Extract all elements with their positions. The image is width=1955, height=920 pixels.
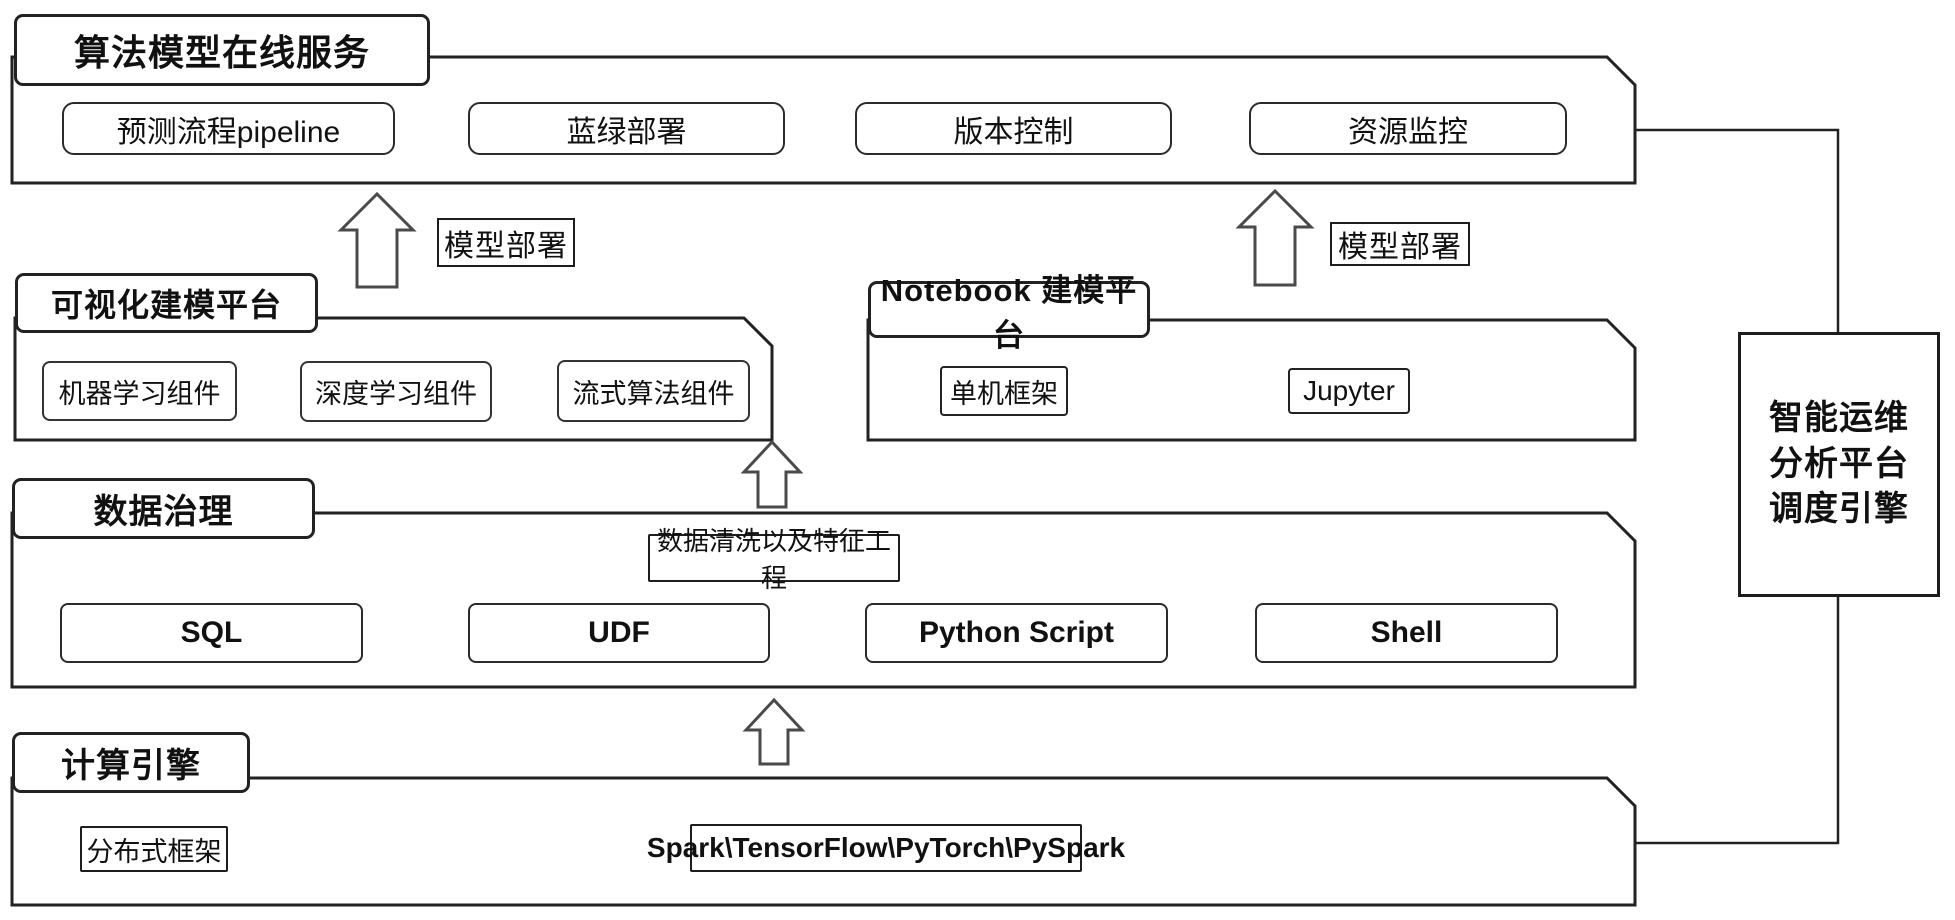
data-governance-title: 数据治理: [12, 478, 315, 539]
python-script-node: Python Script: [865, 603, 1168, 663]
deploy-arrow-right-icon: [1235, 188, 1315, 287]
deploy-arrow-right-label: 模型部署: [1330, 222, 1470, 266]
scheduler-engine-box: 智能运维分析平台调度引擎: [1738, 332, 1940, 597]
data-cleaning-feature-tag: 数据清洗以及特征工程: [648, 526, 900, 593]
connector-scheduler-to-compute-engine: [1635, 597, 1840, 845]
resource-monitor-node: 资源监控: [1249, 102, 1567, 155]
deploy-arrow-left-label: 模型部署: [437, 218, 575, 267]
notebook-modeling-title: Notebook 建模平台: [868, 273, 1150, 353]
deep-learning-component-node: 深度学习组件: [300, 361, 492, 422]
data-governance-container: [10, 511, 1637, 689]
jupyter-node: Jupyter: [1288, 368, 1410, 414]
version-control-node: 版本控制: [855, 102, 1172, 155]
compute-engine-title: 计算引擎: [12, 732, 250, 793]
sql-node: SQL: [60, 603, 363, 663]
machine-learning-component-node: 机器学习组件: [42, 361, 237, 421]
connector-online-service-to-scheduler: [1635, 128, 1840, 332]
deploy-arrow-left-icon: [337, 191, 417, 289]
udf-node: UDF: [468, 603, 770, 663]
online-service-container: [10, 55, 1637, 185]
pipeline-node: 预测流程pipeline: [62, 102, 395, 155]
blue-green-deploy-node: 蓝绿部署: [468, 102, 785, 155]
engine-to-governance-arrow-icon: [742, 697, 806, 766]
frameworks-tag: Spark\TensorFlow\PyTorch\PySpark: [647, 824, 1125, 872]
standalone-framework-node: 单机框架: [940, 366, 1068, 416]
online-service-title: 算法模型在线服务: [14, 14, 430, 86]
shell-node: Shell: [1255, 603, 1558, 663]
stream-algo-component-node: 流式算法组件: [557, 360, 750, 422]
visual-modeling-title: 可视化建模平台: [15, 273, 318, 333]
governance-to-modeling-arrow-icon: [740, 439, 804, 509]
distributed-framework-tag: 分布式框架: [80, 826, 228, 872]
